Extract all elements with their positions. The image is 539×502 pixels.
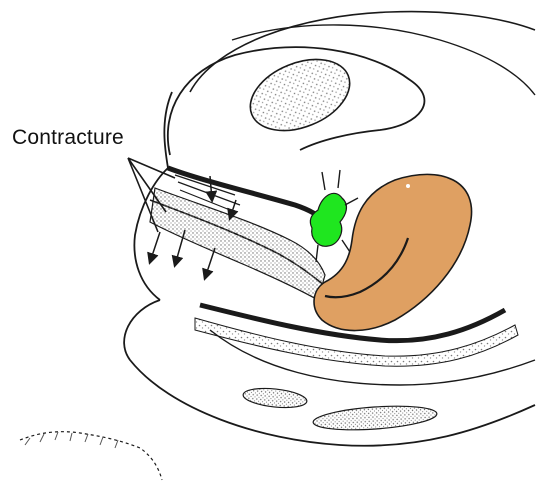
lower-stippled-blob-left bbox=[242, 386, 308, 411]
contracture-label: Contracture bbox=[12, 126, 124, 150]
arrow-icon bbox=[205, 248, 215, 278]
upper-organ-stippled-mass bbox=[240, 46, 360, 144]
outer-upper-contour bbox=[190, 12, 535, 92]
arrow-icon bbox=[150, 232, 160, 262]
uterus-highlight-dot bbox=[406, 184, 410, 188]
lower-stippled-blob-right bbox=[312, 403, 437, 434]
green-highlight-region bbox=[310, 193, 346, 246]
